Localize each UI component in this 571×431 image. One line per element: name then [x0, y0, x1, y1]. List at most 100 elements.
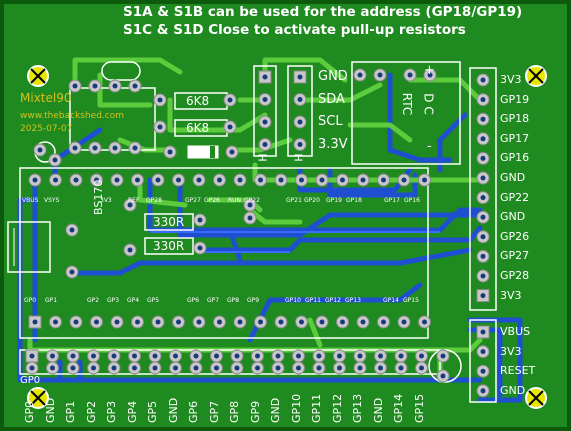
resistor-330r-a-label: 330R — [153, 215, 185, 229]
pad-drill — [360, 177, 366, 183]
pico-bottom-label-gp9: GP9 — [247, 297, 260, 304]
pico-bottom-label-gp3: GP3 — [107, 297, 120, 304]
pad-drill — [132, 83, 138, 89]
pad-drill — [357, 353, 363, 359]
pico-bottom-label-gp12: GP12 — [325, 297, 341, 304]
bottom-header-label-3: GP2 — [84, 400, 98, 423]
pad-drill — [155, 177, 161, 183]
pad-drill — [440, 353, 446, 359]
pad-drill — [94, 177, 99, 183]
pad-drill — [214, 365, 219, 371]
pad-drill — [92, 145, 98, 151]
pico-top-label-gp27: GP27 — [185, 197, 201, 204]
pad-drill — [29, 353, 35, 359]
pad-drill — [91, 365, 96, 371]
pad-drill — [401, 319, 407, 325]
pico-top-label-gp26: GP26 — [204, 197, 220, 204]
right-header-label-5: GND — [500, 171, 526, 184]
right-header-label-10: GP28 — [500, 269, 530, 282]
resistor-330r-a-outline — [144, 213, 194, 231]
right-header-bottom-label-2: RESET — [500, 364, 536, 378]
pad-drill — [480, 253, 486, 259]
bottom-header-label-14: GP11 — [310, 393, 323, 423]
i2c-label-scl: SCL — [318, 114, 343, 129]
pad-drill — [196, 319, 202, 325]
pad-drill — [262, 97, 268, 102]
pad-drill — [480, 175, 486, 181]
pico-top-label-gp28: GP28 — [146, 197, 162, 204]
pad-drill — [91, 353, 96, 359]
pad-drill — [237, 319, 243, 325]
bottom-header-label-7: GND — [166, 397, 180, 423]
usb-connector-outline — [7, 221, 51, 273]
right-header-label-4: GP16 — [500, 151, 530, 165]
bottom-layer-traces-highlight — [150, 231, 440, 253]
pad-drill — [227, 97, 233, 103]
pad-drill — [278, 319, 284, 325]
pad-drill — [53, 177, 58, 183]
credit-author: Mixtel90 — [20, 91, 72, 105]
pad-drill — [73, 177, 79, 183]
pico-top-label-run: RUN — [228, 197, 242, 204]
bottom-header-label-4: GP3 — [105, 400, 118, 423]
pad-drill — [398, 353, 404, 359]
header-line-2: S1C & S1D Close to activate pull-up resi… — [123, 22, 466, 38]
bottom-header-label-13: GP10 — [289, 393, 303, 423]
right-header-outline — [469, 67, 497, 311]
minus-label: - — [427, 139, 432, 154]
pad-drill — [176, 319, 181, 325]
pico-bottom-label-gp0: GP0 — [24, 297, 37, 304]
pad-drill — [296, 353, 301, 359]
rtc-module-outline — [351, 61, 461, 165]
pico-bottom-label-gp4: GP4 — [127, 297, 140, 304]
pad-drill — [217, 319, 222, 325]
pad-drill — [132, 365, 137, 371]
pad-drill — [94, 319, 99, 325]
pico-top-label-gp20: GP20 — [304, 197, 320, 204]
right-header-bottom-label-3: GND — [500, 383, 526, 397]
pad-drill — [381, 319, 386, 325]
pad-drill — [297, 142, 303, 147]
pad-drill — [157, 97, 163, 103]
right-header-label-1: GP19 — [500, 92, 530, 106]
pad-drill — [381, 177, 386, 183]
credit-date: 2025-07-07 — [20, 124, 73, 134]
pad-drill — [196, 177, 202, 183]
pad-drill — [480, 349, 486, 355]
pad-drill — [278, 177, 284, 183]
pad-drill — [70, 365, 76, 371]
pico-bottom-label-gp14: GP14 — [383, 297, 399, 304]
pico-top-label-vsys: VSYS — [44, 197, 60, 204]
pad-drill — [296, 365, 301, 371]
pad-drill — [69, 269, 75, 275]
pad-drill — [337, 353, 342, 359]
pad-drill — [37, 147, 43, 153]
right-header-label-6: GP22 — [500, 190, 530, 204]
pico-bottom-label-gp2: GP2 — [87, 297, 100, 304]
pad-drill — [407, 72, 413, 78]
pad-drill — [275, 365, 281, 371]
right-header-label-7: GND — [500, 210, 526, 224]
pico-bottom-label-gp6: GP6 — [187, 297, 200, 304]
pico-bottom-label-gp7: GP7 — [207, 297, 220, 304]
pad-drill — [132, 145, 138, 151]
pad-drill — [167, 149, 173, 155]
resistor-330r-b-outline — [144, 237, 194, 255]
pad-drill — [262, 119, 268, 125]
pad-drill — [50, 353, 55, 359]
pad-drill — [193, 365, 199, 371]
pad-drill — [255, 353, 260, 359]
pad-drill — [135, 319, 140, 325]
pad-drill — [357, 365, 363, 371]
pad-drill — [316, 365, 322, 371]
pico-top-label-gp18: GP18 — [346, 197, 362, 204]
pad-drill — [234, 353, 240, 359]
pad-drill — [480, 329, 486, 335]
pad-drill — [173, 353, 178, 359]
header-line-1: S1A & S1B can be used for the address (G… — [123, 4, 523, 20]
bottom-header-label-17: GND — [371, 397, 385, 423]
right-header-label-3: GP17 — [500, 131, 530, 145]
pico-top-label-gp22: GP22 — [244, 197, 260, 204]
right-header-bottom-label-0: VBUS — [500, 325, 531, 338]
right-header-label-8: GP26 — [500, 229, 530, 243]
